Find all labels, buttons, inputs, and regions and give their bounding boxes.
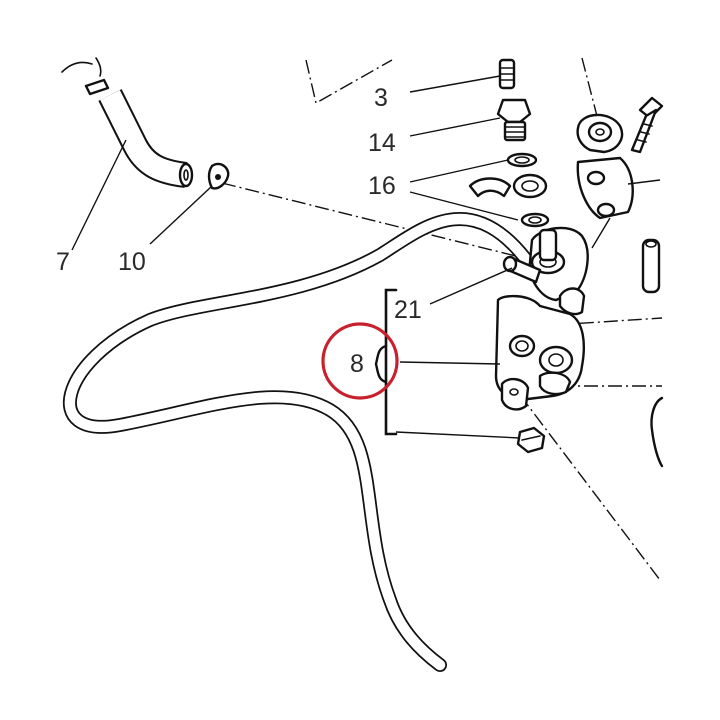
brace-8 bbox=[374, 344, 388, 384]
leader-21 bbox=[429, 267, 513, 305]
leader-bracket-bottom bbox=[395, 431, 521, 439]
hose-segment-bore bbox=[183, 169, 189, 181]
centerline-clip-to-fitting bbox=[221, 182, 541, 263]
part-14-banjo-bolt bbox=[496, 98, 532, 142]
part-16-washers bbox=[506, 152, 550, 228]
centerline-top-right bbox=[581, 57, 599, 121]
leader-3 bbox=[409, 75, 501, 93]
leader-lines bbox=[71, 75, 521, 439]
label-7: 7 bbox=[56, 248, 70, 276]
cylinder-upper-lug bbox=[558, 287, 586, 316]
label-21: 21 bbox=[394, 296, 422, 324]
centerline-body-diagonal bbox=[519, 394, 661, 581]
part-8-master-cylinder bbox=[494, 287, 586, 411]
part-10-clip bbox=[207, 162, 230, 190]
hose-banjo-end bbox=[468, 177, 512, 198]
label-14: 14 bbox=[368, 129, 396, 157]
top-right-screw bbox=[630, 96, 664, 154]
group-bracket bbox=[384, 288, 398, 436]
hose-segment-end bbox=[178, 162, 194, 188]
washer-top bbox=[506, 152, 538, 168]
hose-inner bbox=[64, 213, 534, 671]
hose bbox=[62, 177, 535, 672]
leader-14 bbox=[409, 117, 501, 137]
hose-top-fragment bbox=[61, 57, 102, 77]
part-3-bleed-screw bbox=[498, 58, 516, 90]
banjo-ring bbox=[512, 173, 548, 199]
centerline-top-left bbox=[305, 59, 393, 105]
top-right-clamp bbox=[576, 113, 661, 249]
leader-7 bbox=[71, 139, 127, 251]
part-21-banjo-fitting bbox=[502, 226, 589, 302]
leader-16a bbox=[409, 159, 509, 183]
label-8: 8 bbox=[350, 350, 364, 378]
label-10: 10 bbox=[118, 248, 146, 276]
hose-top-clamp bbox=[84, 78, 110, 96]
centerlines bbox=[221, 57, 663, 581]
part-7-hose-segment bbox=[61, 57, 194, 188]
leader-16b bbox=[409, 191, 519, 221]
right-edge-fragment bbox=[650, 396, 664, 468]
cylinder-side-lug bbox=[538, 371, 572, 396]
leader-8 bbox=[399, 361, 501, 365]
leader-10 bbox=[149, 185, 213, 245]
washer-bottom bbox=[520, 212, 550, 228]
small-nut bbox=[516, 426, 546, 454]
highlight-circle bbox=[321, 322, 399, 400]
label-16: 16 bbox=[368, 172, 396, 200]
right-edge-pin bbox=[641, 238, 661, 294]
part-labels: 3 14 16 7 10 21 8 bbox=[56, 84, 422, 378]
label-3: 3 bbox=[374, 84, 388, 112]
